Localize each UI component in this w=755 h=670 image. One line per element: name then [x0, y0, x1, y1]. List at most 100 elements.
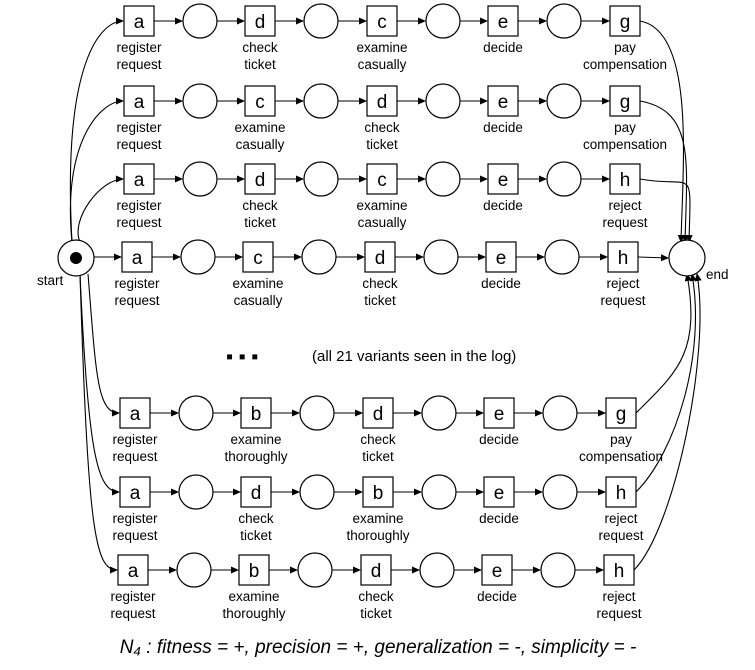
transition-letter: e: [498, 92, 509, 113]
place: [299, 474, 335, 510]
arc-start-to-register: [87, 273, 120, 417]
transition-label: decide: [477, 589, 517, 604]
place: [425, 161, 461, 197]
transition-letter: d: [375, 248, 386, 269]
transition-letter: a: [130, 404, 141, 425]
transition-label: reject: [604, 511, 637, 526]
transition-label: check: [242, 198, 278, 213]
transition-letter: d: [373, 404, 384, 425]
transition-e: e decide: [479, 397, 519, 447]
transition-label: casually: [234, 293, 283, 308]
transition-label: decide: [483, 120, 523, 135]
arc-start-to-register: [69, 97, 124, 243]
arc-start-to-register: [79, 273, 118, 574]
arcs: [69, 17, 702, 574]
transition-label: casually: [236, 137, 285, 152]
transition-label: ticket: [366, 137, 398, 152]
transition-label: decide: [479, 432, 519, 447]
transition-label: compensation: [583, 137, 667, 152]
arc-to-end: [639, 178, 693, 243]
place: [180, 239, 216, 275]
model-caption: N₄ : fitness = +, precision = +, general…: [120, 637, 637, 658]
transition-label: request: [602, 215, 647, 230]
place: [540, 552, 576, 588]
nodes: aregisterrequestdcheckticketcexaminecasu…: [110, 3, 667, 621]
transition-label: check: [364, 120, 400, 135]
variants-note: (all 21 variants seen in the log): [312, 348, 516, 365]
transition-label: examine: [356, 198, 407, 213]
arc-to-end: [639, 20, 685, 243]
transition-letter: d: [251, 483, 262, 504]
transition-letter: b: [373, 483, 384, 504]
place: [178, 395, 214, 431]
transition-label: decide: [481, 276, 521, 291]
transition-letter: h: [620, 170, 631, 191]
transition-label: request: [598, 528, 643, 543]
place: [544, 239, 580, 275]
transition-label: request: [116, 215, 161, 230]
transition-letter: d: [255, 12, 266, 33]
transition-label: request: [114, 293, 159, 308]
transition-label: register: [116, 120, 162, 135]
transition-e: e decide: [481, 241, 521, 291]
transition-label: check: [242, 40, 278, 55]
transition-label: examine: [234, 120, 285, 135]
transition-label: ticket: [240, 528, 272, 543]
end-place: [668, 239, 706, 277]
transition-label: register: [114, 276, 160, 291]
transition-letter: c: [377, 170, 387, 191]
end-label: end: [706, 267, 729, 282]
transition-letter: d: [255, 170, 266, 191]
transition-letter: e: [498, 12, 509, 33]
place: [425, 83, 461, 119]
place: [421, 474, 457, 510]
transition-label: examine: [230, 432, 281, 447]
transition-letter: e: [494, 404, 505, 425]
transition-label: ticket: [360, 606, 392, 621]
transition-d: d check ticket: [242, 163, 278, 230]
transition-label: reject: [602, 589, 635, 604]
transition-label: pay: [610, 432, 632, 447]
transition-label: ticket: [244, 215, 276, 230]
place: [542, 395, 578, 431]
ellipsis-dots: ▪ ▪ ▪: [226, 346, 258, 368]
transition-a: a register request: [114, 241, 160, 308]
transition-label: examine: [228, 589, 279, 604]
place: [421, 395, 457, 431]
transition-label: register: [110, 589, 156, 604]
transition-label: request: [596, 606, 641, 621]
transition-label: reject: [606, 276, 639, 291]
place: [301, 239, 337, 275]
transition-label: check: [360, 432, 396, 447]
transition-label: casually: [358, 57, 407, 72]
transition-label: thoroughly: [222, 606, 285, 621]
transition-label: request: [110, 606, 155, 621]
transition-label: casually: [358, 215, 407, 230]
transition-label: pay: [614, 120, 636, 135]
start-label: start: [37, 273, 64, 288]
transition-letter: g: [620, 12, 631, 33]
transition-letter: c: [253, 248, 263, 269]
transition-letter: a: [132, 248, 143, 269]
arc-to-end: [633, 273, 702, 571]
place: [297, 552, 333, 588]
transition-letter: a: [134, 12, 145, 33]
transition-letter: a: [134, 170, 145, 191]
arc-to-end: [639, 100, 689, 243]
transition-label: request: [116, 57, 161, 72]
transition-letter: e: [496, 248, 507, 269]
